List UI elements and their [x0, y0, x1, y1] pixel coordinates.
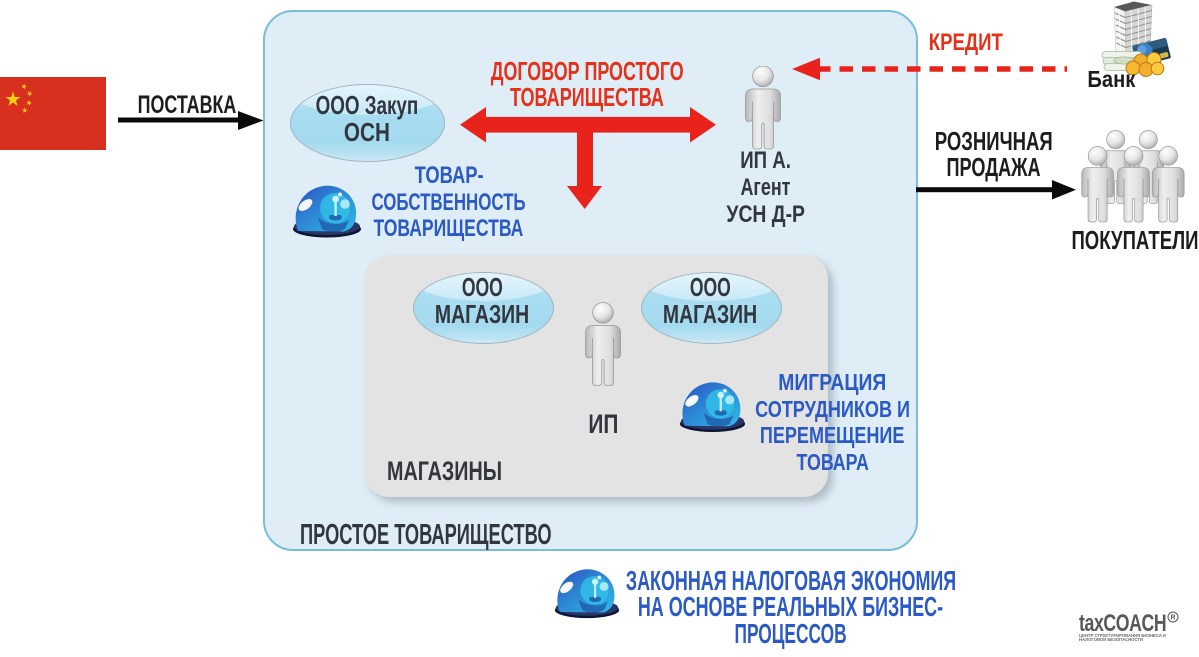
svg-text:R: R [1170, 614, 1175, 621]
